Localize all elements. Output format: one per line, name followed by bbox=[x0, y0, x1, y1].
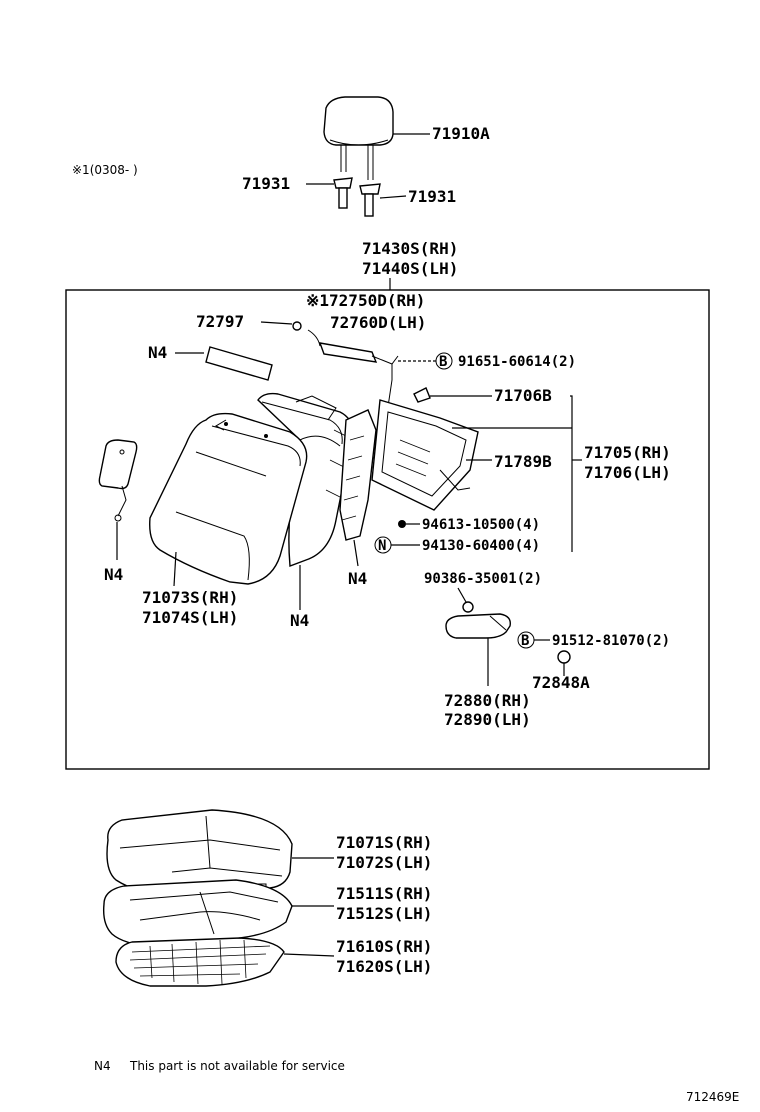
cap-part-number: 72848A bbox=[532, 673, 590, 692]
lumbar-rh: ※172750D(RH) bbox=[306, 291, 425, 310]
n4-label-middle: N4 bbox=[290, 611, 309, 630]
n4-label-top: N4 bbox=[148, 343, 167, 362]
n4-bar bbox=[205, 346, 273, 381]
recliner-lh: 72890(LH) bbox=[444, 710, 531, 729]
n4-label-left: N4 bbox=[104, 565, 123, 584]
n4-label-right: N4 bbox=[348, 569, 367, 588]
headrest-part-number: 71910A bbox=[432, 124, 490, 143]
headrest-guide-right bbox=[359, 183, 381, 217]
nut2-part-number: 94130-60400(4) bbox=[422, 538, 540, 554]
bolt1-part-number: 91651-60614(2) bbox=[458, 354, 576, 370]
cushion-frame-rh: 71610S(RH) bbox=[336, 937, 432, 956]
headrest bbox=[323, 96, 394, 180]
cap bbox=[557, 650, 571, 664]
back-cover-rh: 71073S(RH) bbox=[142, 588, 238, 607]
cushion-cover-rh: 71071S(RH) bbox=[336, 833, 432, 852]
nut-94613 bbox=[398, 520, 406, 528]
seatback-cover bbox=[149, 412, 308, 585]
frame-lh: 71706(LH) bbox=[584, 463, 671, 482]
bolt2-part-number: 91512-81070(2) bbox=[552, 633, 670, 649]
footnote-text: This part is not available for service bbox=[129, 1059, 345, 1073]
clip bbox=[292, 321, 302, 331]
lumbar-lh: 72760D(LH) bbox=[330, 313, 426, 332]
frame-clip bbox=[413, 387, 431, 403]
label-tag bbox=[98, 439, 138, 522]
cushion-pad bbox=[102, 879, 293, 949]
nut1-part-number: 94613-10500(4) bbox=[422, 517, 540, 533]
guide-left-part-number: 71931 bbox=[242, 174, 290, 193]
nut2-marker: N bbox=[378, 538, 386, 554]
headrest-guide-left bbox=[333, 177, 353, 209]
bolt1-marker: B bbox=[439, 354, 447, 370]
bolt2-marker: B bbox=[521, 633, 529, 649]
backrest-assy-rh: 71430S(RH) bbox=[362, 239, 458, 258]
production-note: ※1(0308- ) bbox=[72, 163, 138, 177]
recliner-rh: 72880(RH) bbox=[444, 691, 531, 710]
cushion-frame bbox=[115, 937, 285, 987]
frame-rh: 71705(RH) bbox=[584, 443, 671, 462]
board-part-number: 71789B bbox=[494, 452, 552, 471]
backrest-assy-lh: 71440S(LH) bbox=[362, 259, 458, 278]
frame-part-number: 71706B bbox=[494, 386, 552, 405]
cushion-frame-lh: 71620S(LH) bbox=[336, 957, 432, 976]
cushion-cover bbox=[106, 809, 293, 897]
screw-part-number: 90386-35001(2) bbox=[424, 571, 542, 587]
screw bbox=[462, 601, 474, 613]
guide-right-part-number: 71931 bbox=[408, 187, 456, 206]
backrest-assembly-frame bbox=[65, 289, 710, 770]
recliner-cover bbox=[445, 613, 511, 639]
back-cover-lh: 71074S(LH) bbox=[142, 608, 238, 627]
figure-id: 712469E bbox=[686, 1090, 739, 1104]
cushion-pad-lh: 71512S(LH) bbox=[336, 904, 432, 923]
cushion-cover-lh: 71072S(LH) bbox=[336, 853, 432, 872]
cushion-pad-rh: 71511S(RH) bbox=[336, 884, 432, 903]
seatback-frame bbox=[371, 399, 479, 511]
clip-part-number: 72797 bbox=[196, 312, 244, 331]
footnote-code: N4 bbox=[94, 1059, 111, 1073]
seatback-side-frame bbox=[339, 409, 377, 541]
